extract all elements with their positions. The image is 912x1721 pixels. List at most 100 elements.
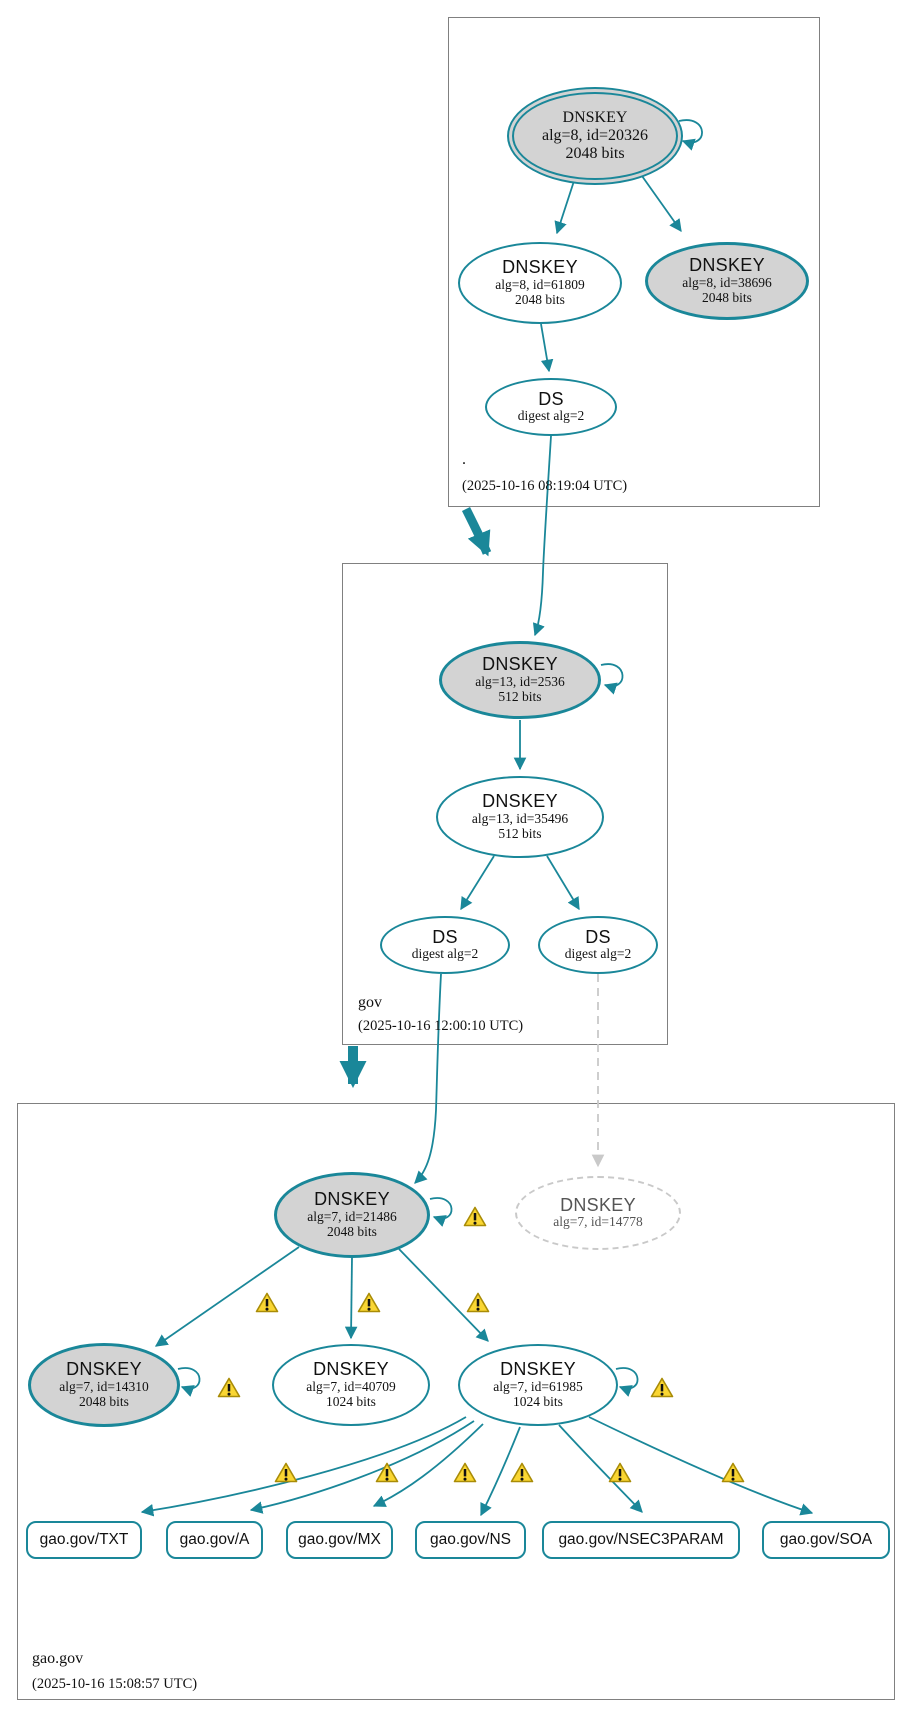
rrset-gao-gov-a[interactable]: gao.gov/A (166, 1521, 263, 1559)
edge-key61985-to-ns (480, 1426, 521, 1517)
node-detail: alg=7, id=40709 (306, 1378, 396, 1394)
edge-root-ksk-to-key61809 (554, 180, 575, 235)
warning-icon (217, 1377, 241, 1398)
edge-key61985-to-nsec3param (558, 1424, 643, 1513)
node-detail: alg=13, id=2536 (475, 673, 565, 689)
edge-key61985-to-txt (140, 1416, 467, 1517)
node-detail: alg=13, id=35496 (471, 810, 569, 826)
warning-icon (375, 1462, 399, 1483)
rrset-gao-gov-nsec3param[interactable]: gao.gov/NSEC3PARAM (542, 1521, 740, 1559)
zone-timestamp-root: (2025-10-16 08:19:04 UTC) (462, 478, 628, 494)
node-title: DNSKEY (66, 1358, 142, 1379)
warning-icon (650, 1377, 674, 1398)
zone-timestamp-gov: (2025-10-16 12:00:10 UTC) (358, 1018, 524, 1034)
node-title: DS (585, 926, 611, 947)
edge-key61985-to-mx (372, 1423, 484, 1507)
warning-icon (608, 1462, 632, 1483)
node-dnskey-40709[interactable]: DNSKEY alg=7, id=40709 1024 bits (272, 1344, 430, 1426)
warning-icon (463, 1206, 487, 1227)
node-detail: alg=7, id=61985 (493, 1378, 583, 1394)
node-dnskey-61809[interactable]: DNSKEY alg=8, id=61809 2048 bits (458, 242, 622, 324)
node-title: DNSKEY (314, 1188, 390, 1209)
node-dnskey-20326[interactable]: DNSKEY alg=8, id=20326 2048 bits (507, 87, 683, 185)
zone-name-gov: gov (358, 994, 382, 1011)
edge-delegation-root-to-gov (461, 506, 492, 557)
warning-icon (255, 1292, 279, 1313)
rrset-gao-gov-ns[interactable]: gao.gov/NS (415, 1521, 526, 1559)
zone-name-gao-gov: gao.gov (32, 1650, 84, 1667)
warning-icon (510, 1462, 534, 1483)
node-title: DNSKEY (482, 790, 558, 811)
warning-icon (721, 1462, 745, 1483)
rrset-gao-gov-soa[interactable]: gao.gov/SOA (762, 1521, 890, 1559)
node-detail: 2048 bits (702, 290, 752, 306)
zone-timestamp-gao-gov: (2025-10-16 15:08:57 UTC) (32, 1676, 198, 1692)
node-detail: 1024 bits (326, 1394, 376, 1410)
node-detail: 2048 bits (565, 145, 625, 162)
edge-gov-ds1-to-gao-ksk (414, 973, 442, 1184)
node-ds-root[interactable]: DS digest alg=2 (485, 378, 617, 436)
edge-gao-ksk-to-key14310 (154, 1246, 300, 1347)
edge-gao-ksk-self-sign (429, 1197, 453, 1227)
edge-gao-ksk-to-key61985 (398, 1248, 489, 1342)
edge-gov-ksk-self-sign (600, 663, 624, 695)
node-title: DNSKEY (560, 1194, 636, 1215)
node-dnskey-2536[interactable]: DNSKEY alg=13, id=2536 512 bits (439, 641, 601, 719)
node-detail: digest alg=2 (564, 946, 632, 962)
node-dnskey-35496[interactable]: DNSKEY alg=13, id=35496 512 bits (436, 776, 604, 858)
rrset-label: gao.gov/TXT (39, 1531, 129, 1548)
node-title: DNSKEY (500, 1358, 576, 1379)
node-detail: alg=8, id=38696 (682, 274, 772, 290)
rrset-label: gao.gov/SOA (779, 1531, 873, 1548)
node-title: DNSKEY (313, 1358, 389, 1379)
warning-icon (357, 1292, 381, 1313)
rrset-label: gao.gov/NS (430, 1531, 511, 1548)
node-detail: alg=8, id=20326 (541, 127, 649, 144)
node-ds-gov-2[interactable]: DS digest alg=2 (538, 916, 658, 974)
warning-icon (466, 1292, 490, 1313)
rrset-gao-gov-mx[interactable]: gao.gov/MX (286, 1521, 393, 1559)
rrset-label: gao.gov/A (179, 1531, 250, 1548)
node-dnskey-61985[interactable]: DNSKEY alg=7, id=61985 1024 bits (458, 1344, 618, 1426)
edge-key61985-to-a (249, 1420, 475, 1514)
node-detail: 2048 bits (79, 1394, 129, 1410)
edge-root-ds-to-gov-ksk (532, 435, 552, 637)
node-detail: 512 bits (498, 826, 542, 842)
node-title: DNSKEY (562, 109, 628, 126)
node-dnskey-38696[interactable]: DNSKEY alg=8, id=38696 2048 bits (645, 242, 809, 320)
node-detail: 2048 bits (515, 292, 565, 308)
node-detail: alg=7, id=21486 (307, 1208, 397, 1224)
zone-name-root: . (462, 451, 466, 468)
node-dnskey-14310[interactable]: DNSKEY alg=7, id=14310 2048 bits (28, 1343, 180, 1427)
edge-root-ksk-self-sign (678, 119, 703, 151)
edge-key61985-self-sign (615, 1367, 639, 1397)
node-detail: digest alg=2 (517, 408, 585, 424)
rrset-gao-gov-txt[interactable]: gao.gov/TXT (26, 1521, 142, 1559)
node-detail: 1024 bits (513, 1394, 563, 1410)
node-title: DS (538, 388, 564, 409)
edge-key61985-to-soa (588, 1416, 814, 1516)
node-title: DNSKEY (502, 256, 578, 277)
edge-gao-ksk-to-key40709 (344, 1256, 358, 1340)
node-title: DNSKEY (689, 254, 765, 275)
rrset-label: gao.gov/MX (298, 1531, 381, 1548)
warning-icon (453, 1462, 477, 1483)
edge-key35496-to-ds2 (546, 855, 580, 911)
node-title: DS (432, 926, 458, 947)
edge-key61809-to-ds (540, 323, 554, 373)
node-detail: alg=8, id=61809 (495, 276, 585, 292)
node-detail: digest alg=2 (411, 946, 479, 962)
node-detail: alg=7, id=14310 (59, 1378, 149, 1394)
node-detail: alg=7, id=14778 (553, 1214, 643, 1230)
node-detail: 512 bits (498, 689, 542, 705)
node-ds-gov-1[interactable]: DS digest alg=2 (380, 916, 510, 974)
warning-icon (274, 1462, 298, 1483)
rrset-label: gao.gov/NSEC3PARAM (558, 1531, 724, 1548)
node-dnskey-21486[interactable]: DNSKEY alg=7, id=21486 2048 bits (274, 1172, 430, 1258)
node-dnskey-14778-missing[interactable]: DNSKEY alg=7, id=14778 (515, 1176, 681, 1250)
edge-key14310-self-sign (177, 1367, 201, 1397)
edge-key35496-to-ds1 (460, 855, 495, 911)
edge-root-ksk-to-key38696 (641, 175, 682, 233)
